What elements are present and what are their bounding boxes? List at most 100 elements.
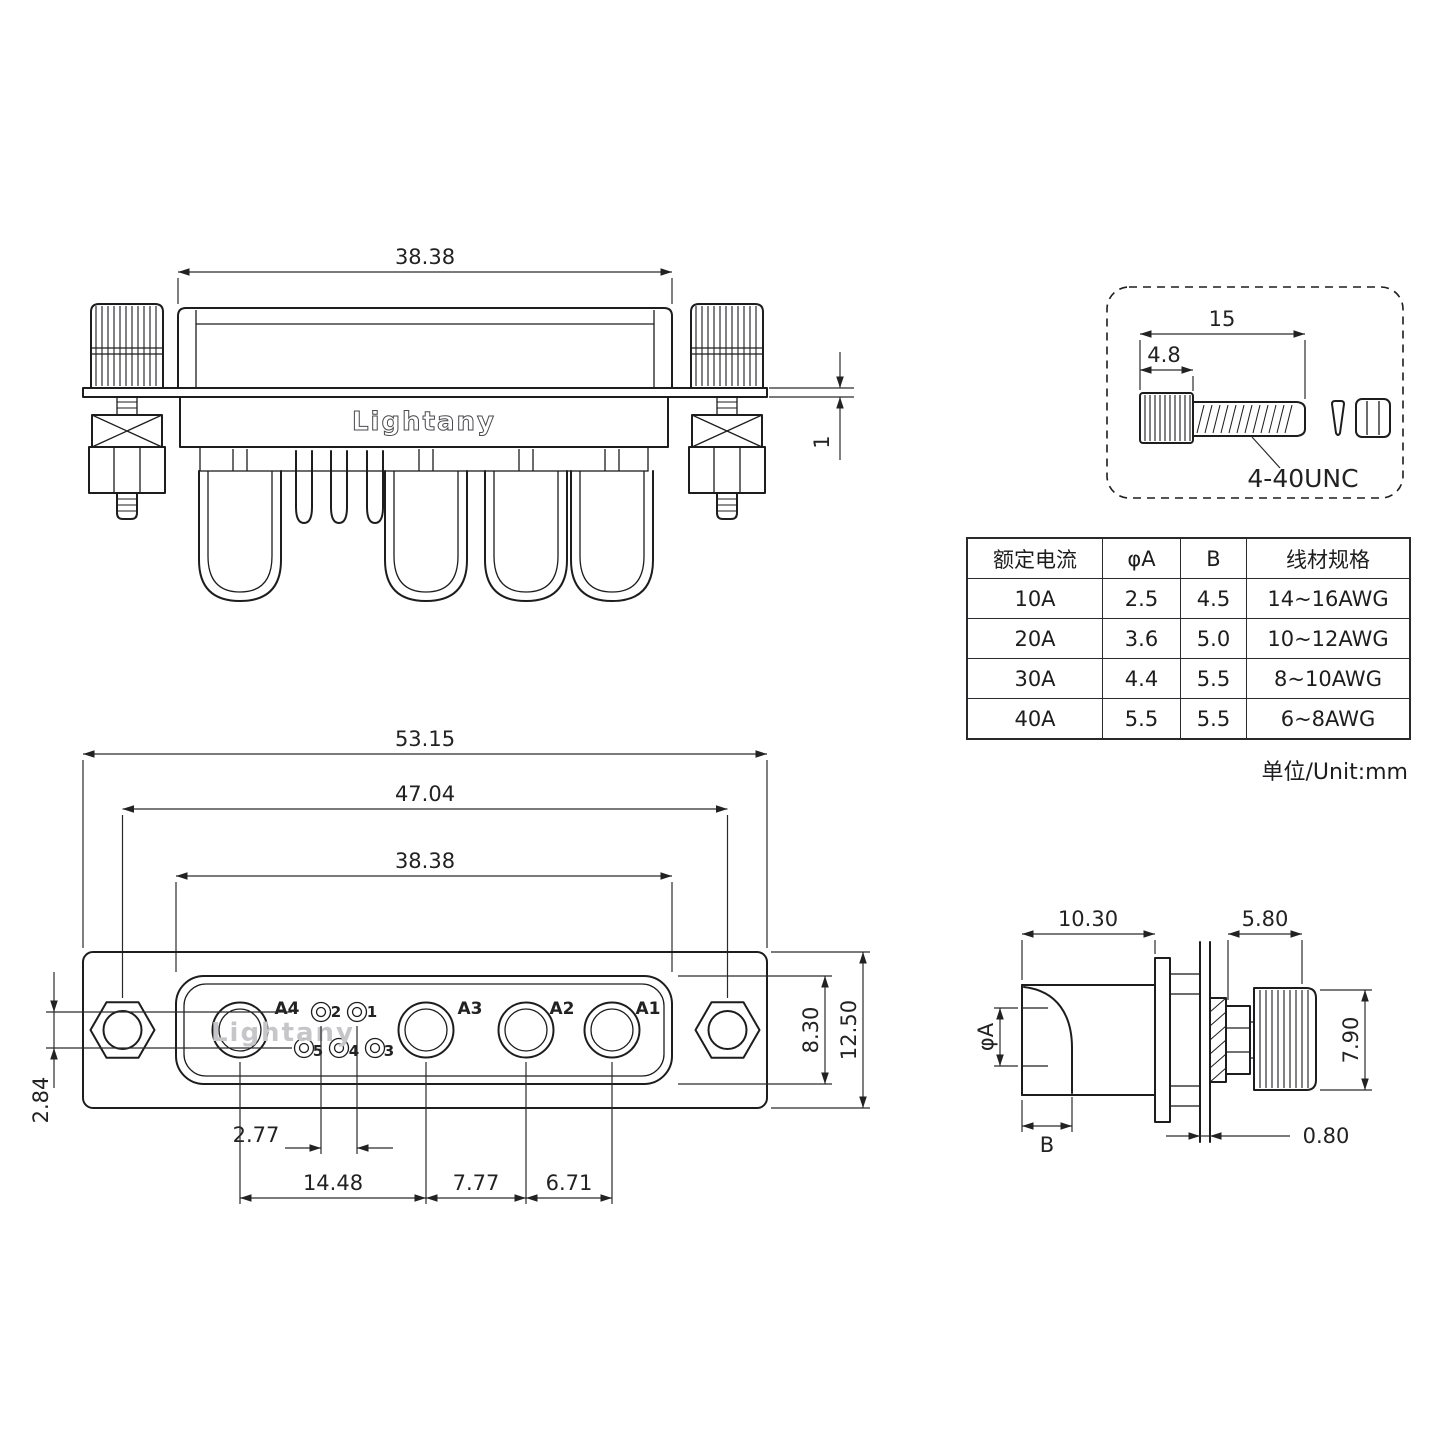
right-fastener-stack (688, 396, 766, 520)
pin-label-1: 1 (367, 1003, 377, 1021)
table-cell: 5.5 (1102, 698, 1181, 740)
table-header-phi-a: φA (1102, 537, 1181, 579)
unit-note: 单位/Unit:mm (1261, 760, 1408, 785)
screw-detail-view: 15 4.8 (1106, 286, 1404, 499)
jackscrew-drawing (1139, 392, 1306, 444)
pin-label-4: 4 (349, 1042, 359, 1060)
loose-sleeve-part (1355, 398, 1391, 438)
dim-bore-depth: B (1021, 1097, 1073, 1157)
dim-text-bore-diameter: φA (974, 1022, 998, 1051)
dim-text-flange-thickness: 1 (810, 435, 834, 448)
rear-hex-nut (1225, 1005, 1251, 1075)
table-cell: 30A (966, 658, 1103, 699)
side-view: 10.30 5.80 (974, 907, 1372, 1157)
dim-text-shell-height: 8.30 (799, 1007, 823, 1054)
table-cell: 5.0 (1180, 618, 1247, 659)
table-cell: 40A (966, 698, 1103, 740)
table-header-b: B (1180, 537, 1247, 579)
watermark-text: Lightany (211, 1018, 355, 1048)
left-hex-nut (89, 1001, 156, 1059)
power-contact-a4 (211, 1001, 269, 1059)
dim-screw-total-length: 15 (1139, 307, 1306, 399)
shell-profile (1021, 957, 1201, 1123)
front-view: 53.15 47.04 38.38 (29, 727, 870, 1204)
table-cell: 8~10AWG (1246, 658, 1411, 699)
table-cell: 14~16AWG (1246, 578, 1411, 619)
dim-text-panel-thickness: 0.80 (1303, 1124, 1350, 1148)
table-cell: 6~8AWG (1246, 698, 1411, 740)
dim-pin-row-offset: 2.84 (29, 972, 292, 1123)
table-cell: 10A (966, 578, 1103, 619)
rear-washer (1209, 997, 1227, 1083)
dim-bore-diameter: φA (974, 1007, 1018, 1067)
dim-text-flange-height: 12.50 (837, 1000, 861, 1060)
dim-text-flange-width: 53.15 (395, 727, 455, 751)
detail-boundary (1106, 286, 1404, 499)
dim-flange-thickness: 1 (769, 352, 854, 460)
dim-text-shell-width: 38.38 (395, 849, 455, 873)
table-cell: 20A (966, 618, 1103, 659)
dim-flange-height: 12.50 (771, 951, 870, 1109)
panel-lines (1199, 941, 1211, 1143)
pin-label-2: 2 (331, 1003, 341, 1021)
table-cell: 4.5 (1180, 578, 1247, 619)
thread-spec-callout: 4-40UNC (1247, 436, 1359, 493)
dim-text-pin-row-offset: 2.84 (29, 1077, 53, 1124)
mounting-flange-edge (82, 387, 768, 398)
pin-label-3: 3 (384, 1042, 394, 1060)
dim-screw-diameter: 7.90 (1320, 989, 1372, 1091)
dim-mount-spacing: 47.04 (121, 782, 729, 998)
dim-text-rear-depth: 5.80 (1242, 907, 1289, 931)
front-flange-outline (82, 951, 768, 1109)
right-hex-nut (694, 1001, 761, 1059)
pin-label-5: 5 (313, 1042, 323, 1060)
table-row: 20A 3.6 5.0 10~12AWG (966, 618, 1411, 659)
dim-text-bore-depth: B (1040, 1133, 1054, 1157)
rear-body: Lightany (179, 396, 669, 472)
dim-body-width-top: 38.38 (177, 245, 673, 304)
dim-text-head-length: 4.8 (1147, 343, 1180, 367)
dim-text-screw-diameter: 7.90 (1339, 1017, 1363, 1064)
power-contact-a3 (397, 1001, 455, 1059)
dim-rear-depth: 5.80 (1227, 907, 1303, 1000)
dim-screw-head-length: 4.8 (1140, 343, 1194, 391)
dim-text-body-width-top: 38.38 (395, 245, 455, 269)
spec-table: 额定电流 φA B 线材规格 10A 2.5 4.5 14~16AWG 20A … (966, 537, 1411, 786)
left-thumbscrew-head (90, 303, 164, 389)
connector-body-top (177, 307, 673, 389)
loose-pin-part (1331, 400, 1345, 436)
table-row: 30A 4.4 5.5 8~10AWG (966, 658, 1411, 699)
dim-text-front-depth: 10.30 (1058, 907, 1118, 931)
table-row: 10A 2.5 4.5 14~16AWG (966, 578, 1411, 619)
dim-text-screw-length: 15 (1209, 307, 1236, 331)
wire-barrels (198, 449, 654, 602)
table-cell: 4.4 (1102, 658, 1181, 699)
dim-text-mount-spacing: 47.04 (395, 782, 455, 806)
logo-text: Lightany (352, 407, 496, 437)
dim-contact-spacings: 14.48 7.77 6.71 (239, 1062, 613, 1204)
table-header-row: 额定电流 φA B 线材规格 (966, 537, 1411, 579)
dim-text-a4-a3: 14.48 (303, 1171, 363, 1195)
table-header-rated-current: 额定电流 (966, 537, 1103, 579)
table-cell: 2.5 (1102, 578, 1181, 619)
left-fastener-stack (88, 396, 166, 520)
dim-text-a2-a1: 6.71 (546, 1171, 593, 1195)
top-view: 38.38 (82, 245, 854, 602)
dim-panel-thickness: 0.80 (1166, 1124, 1349, 1148)
dim-front-depth: 10.30 (1021, 907, 1156, 980)
hole-label-a3: A3 (458, 999, 483, 1019)
hole-label-a1: A1 (636, 999, 661, 1019)
table-row: 40A 5.5 5.5 6~8AWG (966, 698, 1411, 740)
front-shell-outer (175, 975, 673, 1085)
hole-label-a2: A2 (550, 999, 575, 1019)
table-cell: 5.5 (1180, 658, 1247, 699)
signal-pins (293, 1001, 386, 1059)
dim-flange-width: 53.15 (82, 727, 768, 948)
dim-text-a3-a2: 7.77 (453, 1171, 500, 1195)
table-cell: 3.6 (1102, 618, 1181, 659)
power-contact-a2 (497, 1001, 555, 1059)
hole-label-a4: A4 (275, 999, 300, 1019)
thumbscrew-side (1249, 987, 1317, 1091)
